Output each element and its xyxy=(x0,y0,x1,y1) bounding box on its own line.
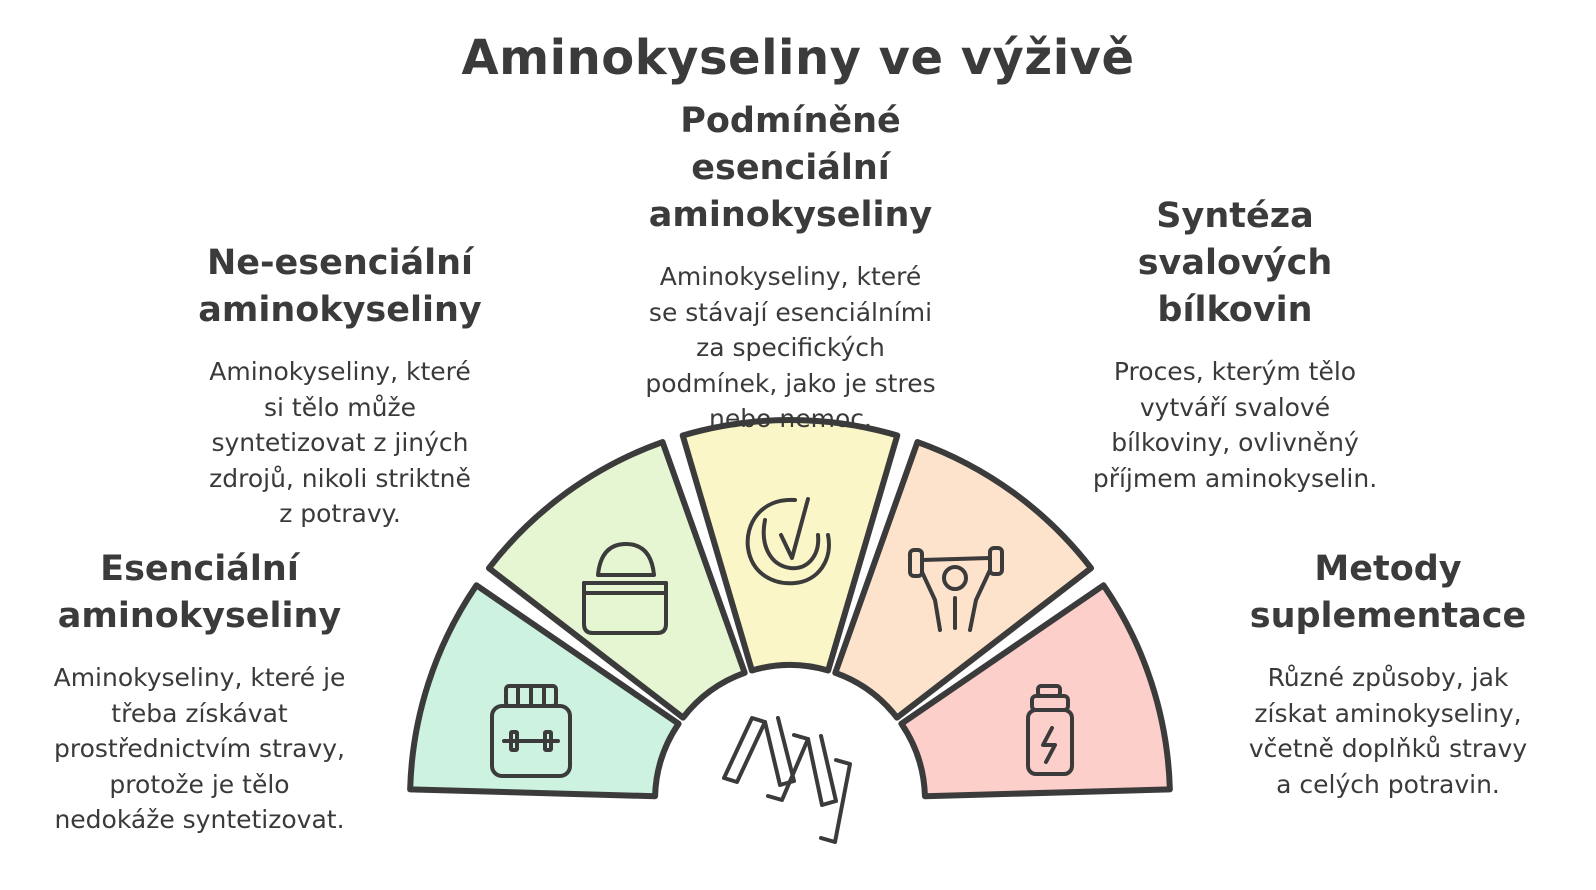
description-line: Aminokyseliny, které je xyxy=(53,663,346,692)
heading-line: esenciální xyxy=(691,148,890,188)
description-line: a celých potravin. xyxy=(1276,769,1500,799)
description-line: třeba získávat xyxy=(111,698,288,728)
description-line: nedokáže syntetizovat. xyxy=(54,805,345,834)
segment-heading: Esenciální aminokyseliny xyxy=(2,546,397,640)
shaker-bottle-icon xyxy=(1026,684,1074,776)
segment-heading: Syntéza svalových bílkovin xyxy=(1040,193,1430,334)
label-non-essential: Ne-esenciální aminokyseliny Aminokyselin… xyxy=(140,240,540,532)
label-synthesis: Syntéza svalových bílkovin Proces, který… xyxy=(1040,193,1430,496)
heading-line: suplementace xyxy=(1249,596,1527,636)
segment-synthesis xyxy=(832,439,1095,721)
label-essential: Esenciální aminokyseliny Aminokyseliny, … xyxy=(2,546,397,838)
segment-heading: Ne-esenciální aminokyseliny xyxy=(140,240,540,334)
description-line: za specifických xyxy=(696,333,885,362)
page-title: Aminokyseliny ve výživě xyxy=(461,30,1135,86)
segment-non-essential xyxy=(485,439,748,721)
amino-chain-icon xyxy=(722,716,852,844)
description-line: si tělo může xyxy=(264,392,416,422)
heading-line: bílkovin xyxy=(1157,290,1313,330)
description-line: vytváří svalové xyxy=(1139,392,1331,422)
heading-line: aminokyseliny xyxy=(57,596,342,636)
description-line: Aminokyseliny, které xyxy=(659,262,922,291)
description-line: příjmem aminokyselin. xyxy=(1092,463,1378,493)
heading-line: Podmíněné xyxy=(680,101,901,141)
segment-heading: Podmíněné esenciální aminokyseliny xyxy=(588,98,993,239)
segment-description: Aminokyseliny, které se stávají esenciál… xyxy=(588,259,993,437)
label-conditional: Podmíněné esenciální aminokyseliny Amino… xyxy=(588,98,993,437)
description-line: nebo nemoc. xyxy=(709,404,872,433)
heading-line: Syntéza xyxy=(1156,196,1314,236)
segment-supplementation xyxy=(898,582,1173,800)
description-line: bílkoviny, ovlivněný xyxy=(1111,428,1359,457)
label-supplementation: Metody suplementace Různé způsoby, jak z… xyxy=(1190,546,1586,802)
description-line: Aminokyseliny, které xyxy=(209,357,471,386)
segment-description: Aminokyseliny, které si tělo může syntet… xyxy=(140,354,540,532)
segment-description: Proces, kterým tělo vytváří svalové bílk… xyxy=(1040,354,1430,496)
icons-layer xyxy=(490,497,1074,844)
segment-conditional xyxy=(679,417,901,674)
food-bowl-icon xyxy=(582,542,668,635)
heading-line: aminokyseliny xyxy=(198,290,482,330)
description-line: prostřednictvím stravy, xyxy=(53,734,346,763)
heading-line: svalových xyxy=(1137,243,1333,283)
description-line: zdrojů, nikoli striktně xyxy=(209,463,471,493)
protein-jar-icon xyxy=(490,684,572,778)
heading-line: aminokyseliny xyxy=(648,195,933,235)
heading-line: Ne-esenciální xyxy=(206,243,474,283)
segment-description: Aminokyseliny, které je třeba získávat p… xyxy=(2,660,397,838)
weightlifter-icon xyxy=(908,546,1004,632)
description-line: včetně doplňků stravy xyxy=(1248,734,1528,763)
description-line: syntetizovat z jiných xyxy=(211,428,469,457)
description-line: Proces, kterým tělo xyxy=(1113,357,1357,386)
description-line: Různé způsoby, jak xyxy=(1267,663,1509,692)
description-line: podmínek, jako je stres xyxy=(645,368,936,398)
segments-layer xyxy=(407,417,1173,800)
segment-heading: Metody suplementace xyxy=(1190,546,1586,640)
checkmark-badge-icon xyxy=(745,497,831,586)
heading-line: Metody xyxy=(1314,549,1462,589)
segment-description: Různé způsoby, jak získat aminokyseliny,… xyxy=(1190,660,1586,802)
description-line: protože je tělo xyxy=(109,769,290,799)
description-line: se stávají esenciálními xyxy=(648,297,933,327)
description-line: získat aminokyseliny, xyxy=(1254,698,1522,728)
heading-line: Esenciální xyxy=(100,549,299,589)
description-line: z potravy. xyxy=(279,499,401,528)
